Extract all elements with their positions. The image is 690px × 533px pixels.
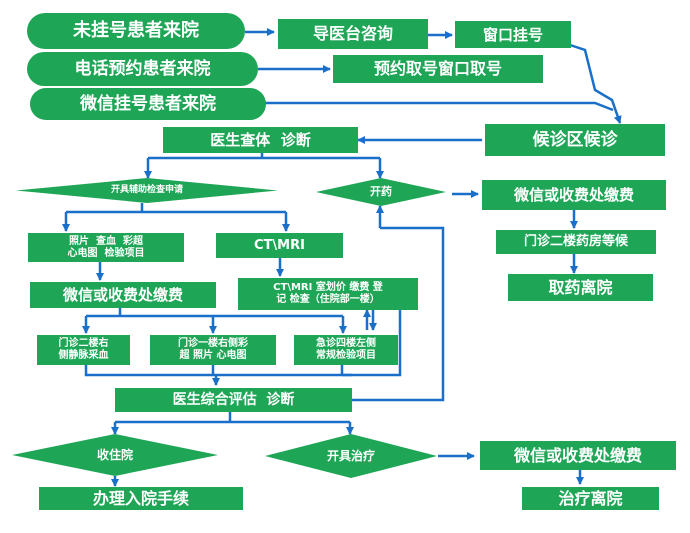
diamond-shape: [316, 178, 446, 206]
blood-draw-box: 门诊二楼右 侧静脉采血: [37, 335, 130, 365]
treat-decision-diamond: 开具治疗: [265, 434, 437, 478]
aux-exam-decision-diamond: 开具辅助检查申请: [16, 178, 278, 203]
diamond-shape: [16, 178, 278, 203]
treat-leave-box: 治疗离院: [522, 487, 659, 510]
pharmacy-wait-box: 门诊二楼药房等候: [496, 230, 656, 254]
emergency-lab-box: 急诊四楼左侧 常规检验项目: [294, 335, 398, 365]
walkin-patient-oval: 未挂号患者来院: [27, 13, 245, 49]
window-registration-box: 窗口挂号: [455, 21, 571, 48]
admission-box: 办理入院手续: [39, 487, 243, 510]
prescribe-label: 开药: [370, 185, 392, 199]
pay-medicine-box: 微信或收费处缴费: [482, 180, 666, 210]
prescribe-decision-diamond: 开药: [316, 178, 446, 206]
ct-mri-register-box: CT\MRI 室划价 缴费 登 记 检查（住院部一楼）: [238, 278, 418, 310]
aux-exam-label: 开具辅助检查申请: [110, 185, 183, 196]
appointment-pickup-box: 预约取号窗口取号: [333, 55, 543, 83]
waiting-area-box: 候诊区候诊: [485, 124, 665, 156]
ultrasound-ecg-box: 门诊一楼右侧彩 超 照片 心电图: [150, 335, 276, 365]
take-medicine-leave-box: 取药离院: [508, 274, 653, 301]
pay-treatment-box: 微信或收费处缴费: [480, 441, 676, 470]
wechat-registration-oval: 微信挂号患者来院: [30, 88, 266, 120]
diamond-shape: [265, 434, 437, 478]
ct-mri-box: CT\MRI: [216, 233, 343, 258]
doctor-exam-box: 医生查体 诊断: [163, 127, 358, 153]
treat-label: 开具治疗: [326, 448, 375, 463]
photo-blood-exam-box: 照片 查血 彩超 心电图 检验项目: [28, 233, 184, 262]
admit-label: 收住院: [96, 447, 133, 462]
pay-exam-box: 微信或收费处缴费: [30, 282, 216, 308]
admit-decision-diamond: 收住院: [12, 434, 218, 476]
diamond-shape: [12, 434, 218, 476]
overall-eval-box: 医生综合评估 诊断: [115, 388, 352, 412]
phone-appointment-oval: 电话预约患者来院: [27, 52, 258, 86]
guide-desk-box: 导医台咨询: [278, 19, 428, 49]
